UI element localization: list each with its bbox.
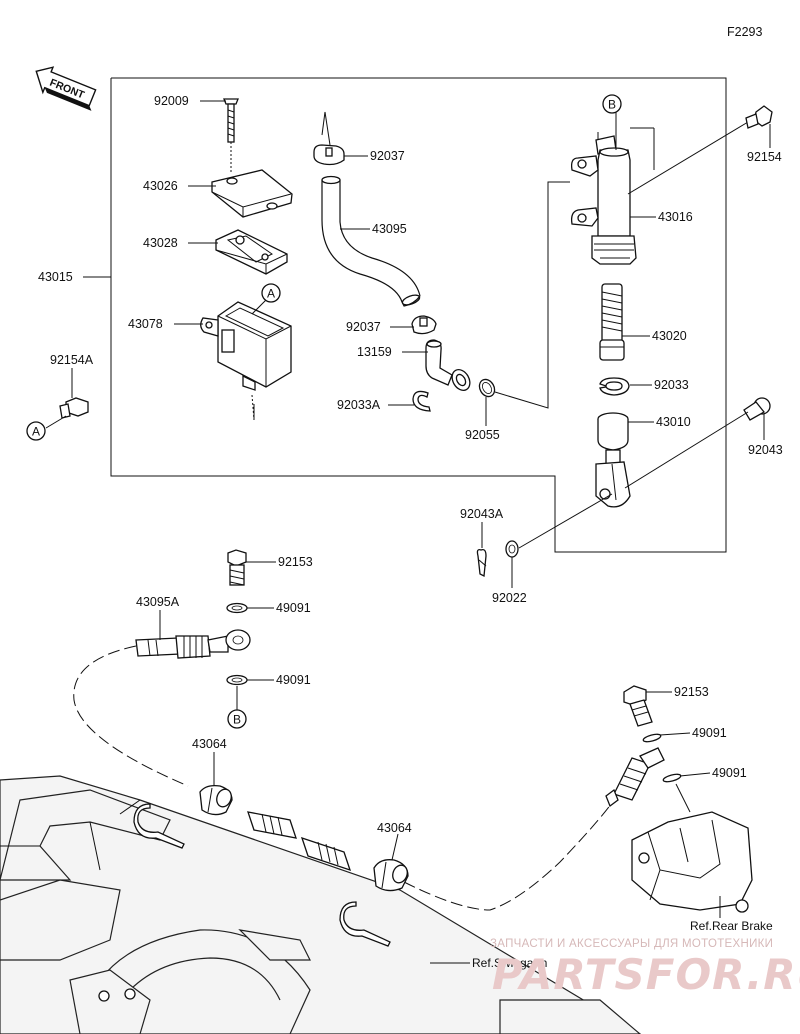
- callout-92022: 92022: [492, 591, 527, 605]
- callout-43026: 43026: [143, 179, 178, 193]
- banjo-bolt-92153-lower: [623, 685, 653, 727]
- hose-fitting-caliper: [605, 747, 665, 808]
- cap-43026: [211, 169, 293, 218]
- hose-route-lower: [403, 799, 615, 911]
- callout-43028: 43028: [143, 236, 178, 250]
- leader-o-ring: [494, 181, 570, 409]
- callout-43015: 43015: [38, 270, 73, 284]
- fitting-13159: [425, 339, 471, 391]
- callout-92055: 92055: [465, 428, 500, 442]
- screw-92009: [223, 98, 239, 172]
- hose-route-upper: [73, 645, 189, 787]
- reservoir-43078: [200, 301, 292, 421]
- callout-13159: 13159: [357, 345, 392, 359]
- callout-43078: 43078: [128, 317, 163, 331]
- circlip-92033: [599, 377, 630, 396]
- svg-text:A: A: [32, 425, 40, 439]
- callout-92043A: 92043A: [460, 507, 504, 521]
- clamp-swingarm-upper: [133, 803, 185, 849]
- svg-text:A: A: [267, 287, 275, 301]
- leader-92154: [627, 121, 749, 195]
- figure-code: F2293: [727, 25, 762, 39]
- leader-92022: [518, 493, 613, 549]
- callout-49091-caliper-lower: 49091: [712, 766, 747, 780]
- push-rod-43020: [599, 283, 625, 361]
- grommet-43064-lower: [373, 859, 409, 892]
- front-arrow-icon: FRONT: [35, 66, 97, 111]
- callout-43064-lower: 43064: [377, 821, 412, 835]
- marker-a-bolt: A: [26, 421, 46, 441]
- callout-92154: 92154: [747, 150, 782, 164]
- rear-brake-caliper: [631, 811, 753, 913]
- callout-92033: 92033: [654, 378, 689, 392]
- diaphragm-43028: [215, 229, 288, 275]
- hose-segment-upper: [247, 811, 297, 839]
- o-ring-92055: [478, 378, 496, 398]
- clevis-43010: [595, 412, 631, 508]
- svg-text:B: B: [233, 713, 241, 727]
- marker-b-hose: B: [227, 709, 247, 729]
- callout-43095A: 43095A: [136, 595, 180, 609]
- hose-segment-lower: [300, 836, 352, 872]
- callout-49091-caliper-upper: 49091: [692, 726, 727, 740]
- watermark-tagline: ЗАПЧАСТИ И АКСЕССУАРЫ ДЛЯ МОТОТЕХНИКИ: [490, 938, 774, 950]
- callout-92153-upper: 92153: [278, 555, 313, 569]
- callout-43010: 43010: [656, 415, 691, 429]
- ref-swingarm: Ref.Swingarm: [472, 956, 547, 970]
- circlip-92033A: [412, 390, 431, 412]
- washer-92022: [505, 540, 519, 558]
- callout-49091-upper: 49091: [276, 601, 311, 615]
- callout-43095: 43095: [372, 222, 407, 236]
- leader-clevis-pin: [624, 411, 749, 489]
- hose-43095: [321, 175, 421, 307]
- callout-92154A: 92154A: [50, 353, 94, 367]
- clamp-92037-lower: [411, 315, 437, 335]
- callout-43064-upper: 43064: [192, 737, 227, 751]
- washer-49091-lower: [226, 674, 248, 686]
- swingarm-frame: [0, 775, 642, 1034]
- clamp-swingarm-lower: [339, 901, 391, 947]
- callout-92037-upper: 92037: [370, 149, 405, 163]
- pin-92043: [743, 397, 771, 421]
- banjo-bolt-92153-upper: [227, 549, 247, 586]
- callout-43020: 43020: [652, 329, 687, 343]
- assembly-frame-line: [110, 77, 727, 553]
- cotter-pin-92043A: [476, 548, 487, 578]
- ref-rear-brake: Ref.Rear Brake: [690, 919, 773, 933]
- watermark-brand: PARTSFOR.RU: [492, 950, 800, 999]
- callout-92153-lower: 92153: [674, 685, 709, 699]
- marker-a-reservoir: A: [251, 283, 281, 315]
- callout-92033A: 92033A: [337, 398, 381, 412]
- bolt-92154: [745, 105, 773, 129]
- callout-leaders: [71, 100, 771, 964]
- washer-49091-caliper-upper: [642, 733, 662, 743]
- brake-hose-43095A: [135, 629, 251, 659]
- callout-49091-lower: 49091: [276, 673, 311, 687]
- marker-b-cylinder: B: [602, 94, 622, 114]
- washer-49091-upper: [226, 602, 248, 614]
- callout-92043: 92043: [748, 443, 783, 457]
- bolt-92154A: [45, 397, 89, 429]
- clamp-92037-upper: [313, 111, 345, 166]
- callout-92009: 92009: [154, 94, 189, 108]
- callout-92037-lower: 92037: [346, 320, 381, 334]
- grommet-43064-upper: [199, 784, 233, 816]
- svg-text:B: B: [608, 98, 616, 112]
- washer-49091-caliper-lower: [662, 773, 682, 783]
- leader-caliper: [675, 783, 691, 813]
- callout-43016: 43016: [658, 210, 693, 224]
- master-cylinder-43016: [570, 112, 655, 265]
